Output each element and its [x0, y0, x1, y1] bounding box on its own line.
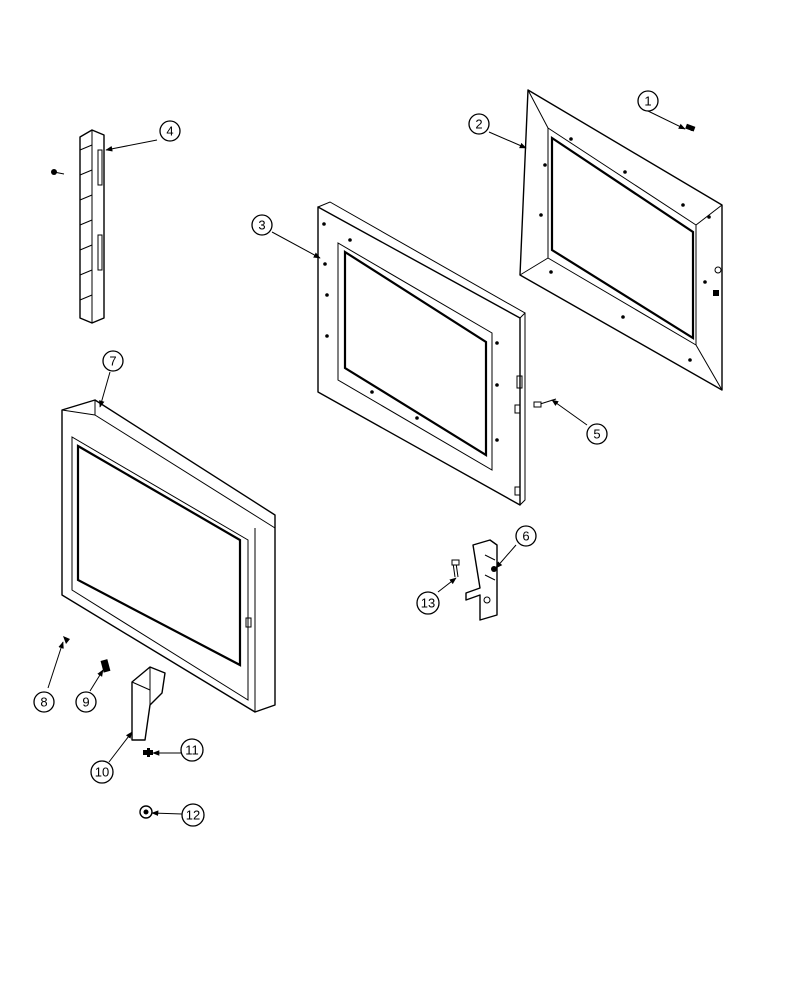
- svg-text:13: 13: [421, 596, 435, 611]
- svg-text:8: 8: [40, 695, 47, 710]
- part-3-inner-frame: [317, 201, 526, 506]
- callout-10: 10: [90, 760, 114, 784]
- callout-11: 11: [180, 738, 204, 762]
- part-13-spring: [451, 559, 460, 578]
- callout-4: 4: [159, 120, 181, 142]
- part-4-vertical-strip: [51, 129, 105, 324]
- svg-text:4: 4: [166, 124, 173, 139]
- part-2-outer-frame: [519, 89, 723, 391]
- svg-text:10: 10: [95, 765, 109, 780]
- svg-text:1: 1: [644, 94, 651, 109]
- callout-5: 5: [586, 423, 608, 445]
- svg-text:3: 3: [258, 218, 265, 233]
- svg-text:2: 2: [475, 117, 482, 132]
- svg-text:12: 12: [186, 808, 200, 823]
- part-6-latch-assembly: [465, 539, 498, 621]
- part-10-handle: [131, 666, 166, 741]
- callout-6: 6: [515, 525, 537, 547]
- part-8-screw: [63, 636, 70, 644]
- callout-3: 3: [251, 214, 273, 236]
- callout-8: 8: [33, 691, 55, 713]
- callout-7: 7: [102, 350, 124, 372]
- part-1-screw: [685, 123, 696, 132]
- svg-text:5: 5: [593, 427, 600, 442]
- callout-2: 2: [468, 113, 490, 135]
- leader-lines: [47, 110, 686, 817]
- callout-1: 1: [637, 90, 659, 112]
- callout-13: 13: [416, 591, 440, 615]
- part-7-door-panel: [61, 399, 276, 713]
- svg-text:9: 9: [82, 695, 89, 710]
- callout-9: 9: [75, 691, 97, 713]
- screw-left-icon: [51, 169, 65, 175]
- part-11-screw: [143, 748, 153, 757]
- part-9-spacer: [100, 659, 111, 673]
- svg-text:11: 11: [185, 743, 199, 758]
- part-12-nut: [139, 805, 153, 819]
- svg-text:7: 7: [109, 354, 116, 369]
- svg-text:6: 6: [522, 529, 529, 544]
- callout-12: 12: [181, 803, 205, 827]
